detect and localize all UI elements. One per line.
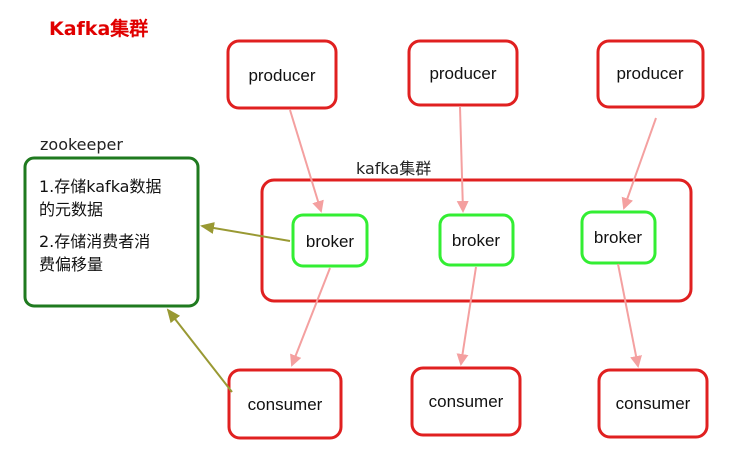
arrow-producer2-broker2 [456, 106, 469, 213]
consumer-label-2: consumer [429, 392, 504, 411]
consumer-box-2 [410, 366, 522, 437]
arrow-broker3-consumer3 [617, 263, 642, 368]
diagram-title: Kafka集群 [49, 17, 148, 40]
zookeeper-note-line-1: 1.存储kafka数据 [39, 177, 161, 196]
broker-label-3: broker [594, 228, 643, 247]
broker-label-2: broker [452, 231, 501, 250]
arrow-broker2-consumer2 [456, 266, 477, 366]
arrow-producer3-broker3 [621, 117, 657, 210]
arrow-broker1-consumer1 [290, 267, 331, 367]
arrow-producer1-broker1 [289, 109, 324, 213]
consumer-box-3 [597, 368, 709, 439]
kafka-cluster-label: kafka集群 [356, 159, 431, 178]
consumer-label-3: consumer [616, 394, 691, 413]
consumer-box-1 [227, 368, 343, 440]
producer-label-3: producer [616, 64, 683, 83]
zookeeper-note-line-3: 2.存储消费者消 [39, 232, 150, 251]
broker-box-3 [580, 210, 657, 265]
broker-label-1: broker [306, 232, 355, 251]
producer-box-1 [226, 39, 338, 110]
broker-box-2 [438, 213, 515, 267]
zookeeper-box [23, 156, 200, 308]
producer-label-1: producer [248, 66, 315, 85]
producer-box-2 [407, 39, 519, 107]
producer-box-3 [596, 39, 705, 109]
consumer-label-1: consumer [248, 395, 323, 414]
zookeeper-label: zookeeper [40, 135, 123, 154]
kafka-cluster-box [260, 178, 693, 303]
arrow-broker1-zookeeper [200, 222, 291, 242]
producer-label-2: producer [429, 64, 496, 83]
arrow-consumer1-zookeeper [166, 308, 233, 393]
broker-box-1 [291, 213, 369, 268]
zookeeper-note-line-4: 费偏移量 [39, 255, 103, 274]
zookeeper-note-line-2: 的元数据 [39, 200, 103, 219]
